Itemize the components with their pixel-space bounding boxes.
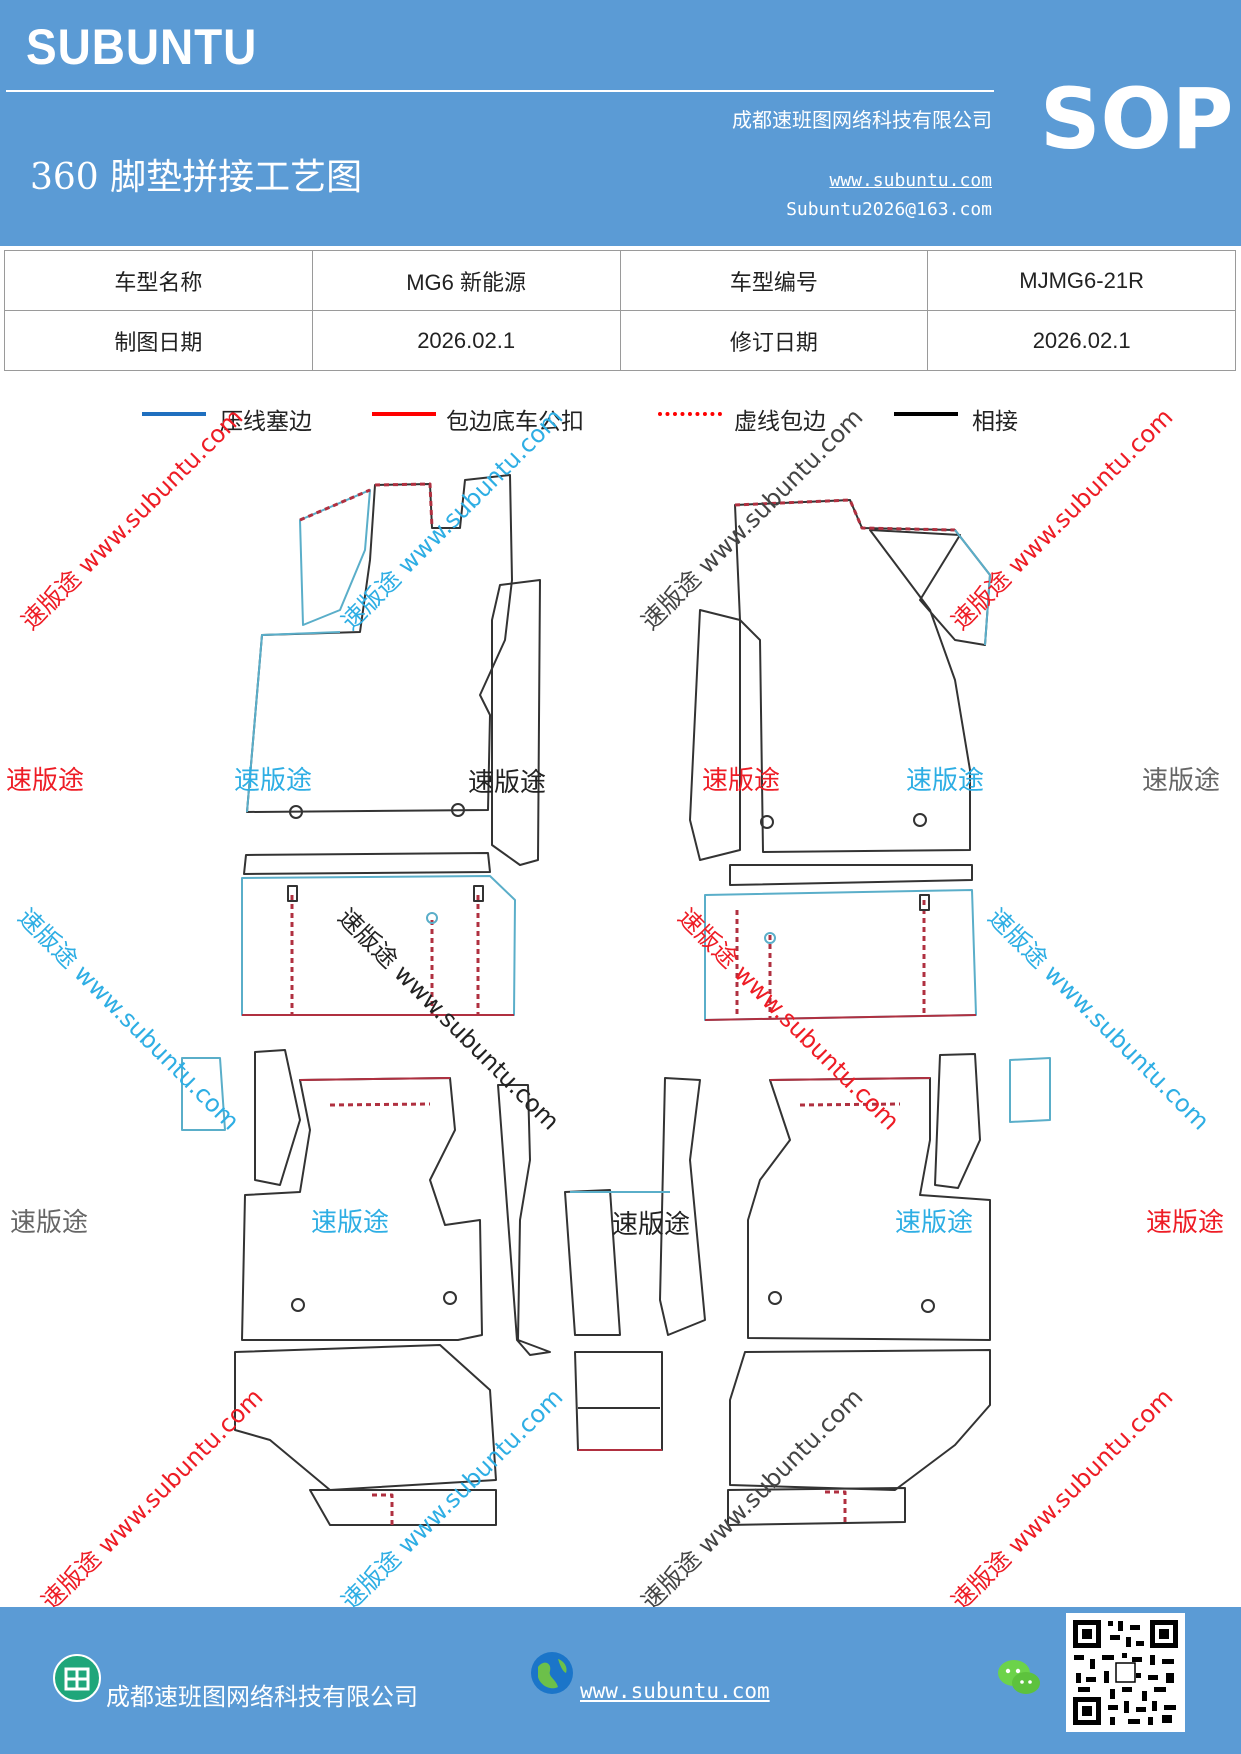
page-title: 360 脚垫拼接工艺图 bbox=[30, 157, 363, 198]
table-row: 制图日期 2026.02.1 修订日期 2026.02.1 bbox=[4, 310, 1236, 371]
watermark-text: 速版途 bbox=[895, 1208, 974, 1238]
header-email: Subuntu2026@163.com bbox=[786, 199, 992, 220]
watermark-text: 速版途 bbox=[468, 768, 547, 798]
drawing-date-value: 2026.02.1 bbox=[311, 310, 621, 371]
legend-label: 包边底车公扣 bbox=[446, 409, 584, 435]
legend-swatch bbox=[894, 412, 958, 416]
watermark-text: 速版途 bbox=[612, 1210, 691, 1240]
wechat-icon bbox=[998, 1660, 1040, 1694]
watermark-text: 速版途 bbox=[906, 766, 985, 796]
revision-date-value: 2026.02.1 bbox=[927, 310, 1236, 371]
drawing-date-label: 制图日期 bbox=[4, 310, 313, 371]
watermark-text: 速版途 bbox=[6, 766, 85, 796]
footer-company: 成都速班图网络科技有限公司 bbox=[106, 1683, 418, 1711]
model-code-value: MJMG6-21R bbox=[927, 250, 1236, 311]
model-code-label: 车型编号 bbox=[619, 250, 929, 311]
company-icon bbox=[53, 1654, 101, 1702]
header-company: 成都速班图网络科技有限公司 bbox=[732, 108, 992, 132]
header-website-link[interactable]: www.subuntu.com bbox=[829, 170, 992, 191]
legend-label: 压线塞边 bbox=[220, 409, 312, 435]
model-name-value: MG6 新能源 bbox=[311, 250, 621, 311]
sop-badge: SOP bbox=[1040, 70, 1234, 168]
model-name-label: 车型名称 bbox=[4, 250, 313, 311]
watermark-text: 速版途 bbox=[10, 1208, 89, 1238]
footer-website-link[interactable]: www.subuntu.com bbox=[580, 1679, 770, 1703]
rear-right-mat bbox=[727, 1053, 1051, 1526]
legend-label: 相接 bbox=[972, 409, 1018, 435]
revision-date-label: 修订日期 bbox=[619, 310, 929, 371]
front-right-mat bbox=[689, 498, 991, 1021]
legend-swatch bbox=[142, 412, 206, 416]
legend: 压线塞边 包边底车公扣 虚线包边 相接 bbox=[0, 398, 1241, 438]
header-banner: SUBUNTU 成都速班图网络科技有限公司 www.subuntu.com Su… bbox=[0, 0, 1241, 246]
front-left-mat bbox=[241, 474, 541, 1016]
center-tunnel-mat bbox=[497, 1077, 706, 1451]
qr-code[interactable] bbox=[1066, 1613, 1185, 1732]
watermark-text: 速版途 bbox=[1146, 1208, 1225, 1238]
info-table: 车型名称 MG6 新能源 车型编号 MJMG6-21R 制图日期 2026.02… bbox=[4, 250, 1236, 371]
brand-logo: SUBUNTU bbox=[26, 19, 258, 75]
qr-code-pattern bbox=[1066, 1613, 1185, 1732]
footer-banner: 成都速班图网络科技有限公司 www.subuntu.com bbox=[0, 1607, 1241, 1754]
globe-icon bbox=[531, 1652, 573, 1694]
rear-left-mat bbox=[181, 1049, 497, 1526]
legend-swatch bbox=[372, 412, 436, 416]
legend-label: 虚线包边 bbox=[734, 409, 826, 435]
watermark-text: 速版途 bbox=[234, 766, 313, 796]
watermark-text: 速版途 bbox=[311, 1208, 390, 1238]
watermark-text: 速版途 bbox=[1142, 766, 1221, 796]
legend-swatch bbox=[658, 412, 722, 416]
header-divider bbox=[6, 90, 994, 92]
watermark-text: 速版途 bbox=[702, 766, 781, 796]
floor-mat-pattern-diagram bbox=[181, 474, 1051, 1526]
table-row: 车型名称 MG6 新能源 车型编号 MJMG6-21R bbox=[4, 250, 1236, 311]
